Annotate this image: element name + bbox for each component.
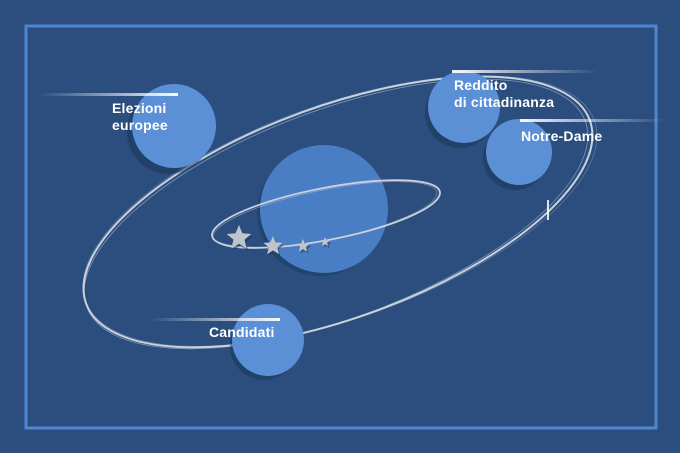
notre-dame-label-line [520, 119, 666, 122]
topic-label-notre-dame: Notre-Dame [521, 128, 603, 144]
topic-notre-dame-node [483, 119, 552, 190]
candidati-label-line [150, 318, 280, 321]
topic-label-elezioni: Elezioni europee [112, 100, 168, 133]
topic-candidati-node [230, 304, 304, 380]
star-icon [296, 239, 310, 252]
stars-group [226, 225, 332, 257]
outer-frame [24, 24, 658, 430]
topic-elezioni-node [127, 84, 216, 174]
topic-label-candidati: Candidati [209, 324, 275, 340]
star-icon [226, 225, 252, 249]
star-icon [320, 237, 330, 247]
reddito-label-line [452, 70, 598, 73]
topic-reddito-node [425, 71, 500, 148]
star-icon [263, 236, 283, 255]
topic-label-reddito: Reddito di cittadinanza [454, 77, 555, 110]
notre-dame-side-line [547, 200, 549, 220]
center-circle [260, 145, 388, 273]
inner-orbit [211, 179, 441, 249]
elezioni-label-line [38, 93, 178, 96]
